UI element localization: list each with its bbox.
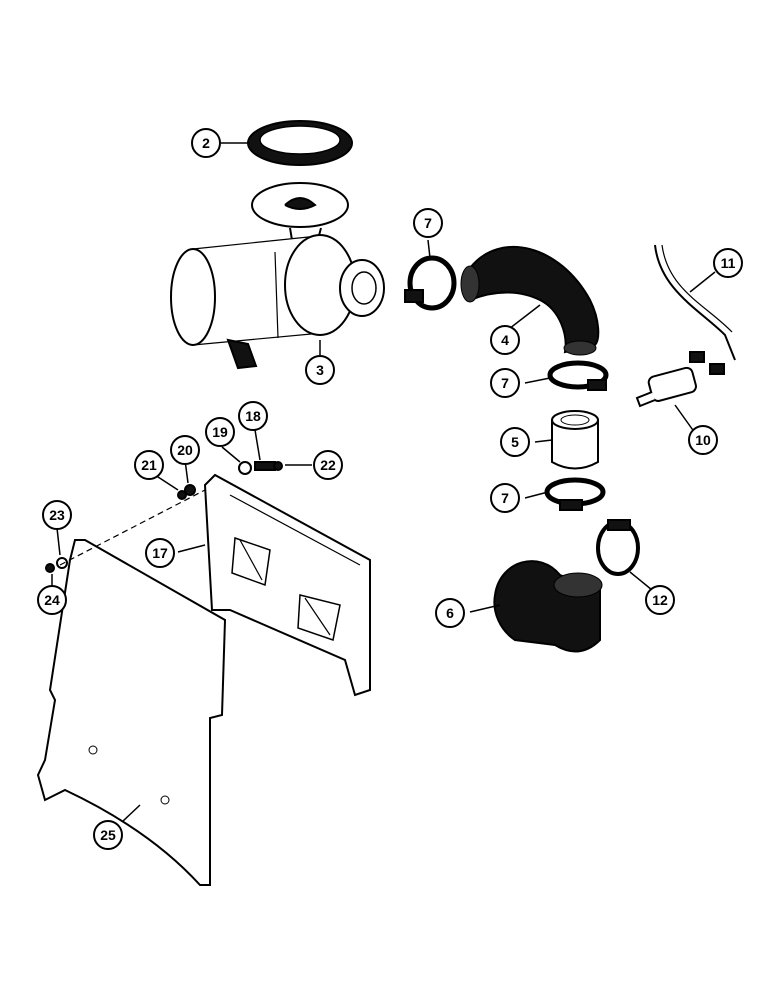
callout-18: 18 [238, 401, 268, 431]
part-lower-elbow [493, 560, 603, 653]
part-sensor [635, 351, 725, 408]
part-hardware [45, 461, 283, 573]
part-wire-harness [654, 244, 736, 361]
callout-2: 2 [191, 128, 221, 158]
callout-7-middle: 7 [490, 368, 520, 398]
callout-3: 3 [305, 355, 335, 385]
callout-7-lower: 7 [490, 483, 520, 513]
callout-7-upper: 7 [413, 208, 443, 238]
callout-25: 25 [93, 820, 123, 850]
part-seal-ring [247, 120, 353, 166]
callout-4-label: 4 [501, 332, 509, 348]
part-hose-clamp-middle [547, 360, 609, 391]
callout-22-label: 22 [320, 457, 336, 473]
callout-23: 23 [42, 500, 72, 530]
callout-11: 11 [713, 248, 743, 278]
callout-21-label: 21 [141, 457, 157, 473]
callout-12-label: 12 [652, 592, 668, 608]
callout-18-label: 18 [245, 408, 261, 424]
callout-4: 4 [490, 325, 520, 355]
callout-17: 17 [145, 538, 175, 568]
part-mounting-plate [203, 473, 371, 697]
callout-5-label: 5 [511, 434, 519, 450]
callout-7-upper-label: 7 [424, 215, 432, 231]
callout-6: 6 [435, 598, 465, 628]
callout-7-middle-label: 7 [501, 375, 509, 391]
callout-12: 12 [645, 585, 675, 615]
callout-10: 10 [688, 425, 718, 455]
part-hose-clamp-upper [404, 255, 457, 311]
part-air-cleaner [170, 234, 385, 370]
callout-24-label: 24 [44, 592, 60, 608]
callout-3-label: 3 [316, 362, 324, 378]
callout-11-label: 11 [721, 255, 736, 271]
part-coupler [551, 410, 599, 470]
callout-5: 5 [500, 427, 530, 457]
callout-23-label: 23 [49, 507, 65, 523]
part-hose-clamp-lower [544, 477, 606, 511]
callout-19: 19 [205, 417, 235, 447]
callout-24: 24 [37, 585, 67, 615]
callout-6-label: 6 [446, 605, 454, 621]
callout-7-lower-label: 7 [501, 490, 509, 506]
part-hose-clamp-12 [596, 519, 640, 576]
callout-2-label: 2 [202, 135, 210, 151]
callout-22: 22 [313, 450, 343, 480]
callout-21: 21 [134, 450, 164, 480]
callout-17-label: 17 [152, 545, 168, 561]
callout-25-label: 25 [100, 827, 116, 843]
callout-19-label: 19 [212, 424, 228, 440]
callout-20: 20 [170, 435, 200, 465]
part-cover-panel [36, 539, 227, 886]
callout-20-label: 20 [177, 442, 193, 458]
part-elbow-hose [460, 245, 600, 356]
callout-10-label: 10 [695, 432, 711, 448]
